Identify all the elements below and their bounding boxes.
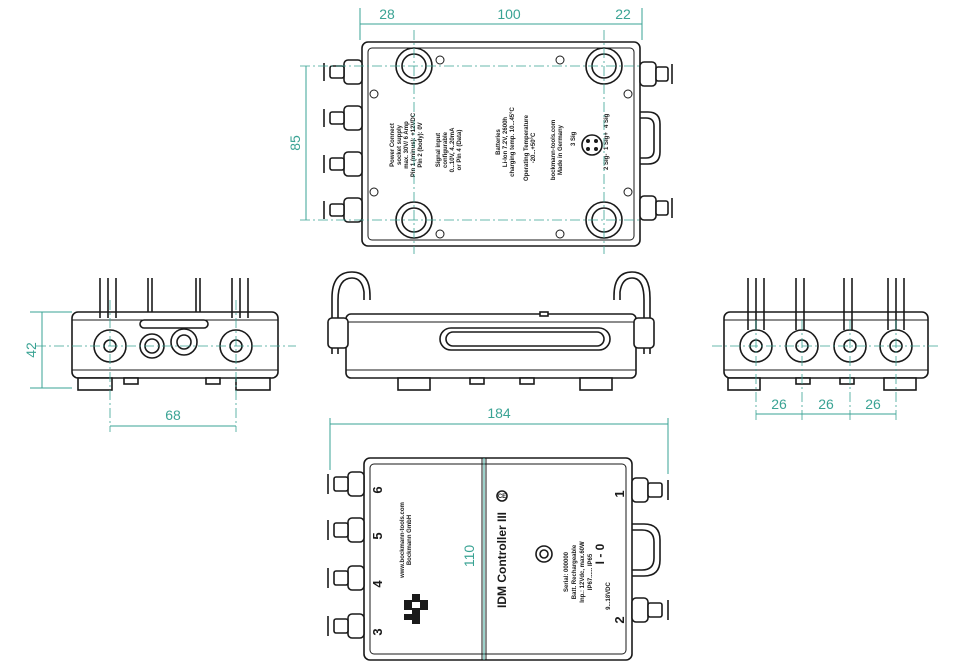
bottom-right-connectors: [631, 477, 669, 623]
dim-22: 22: [615, 6, 631, 22]
top-text-b3: 0...10V, 4..20mA: [450, 127, 456, 172]
top-text-b2: configurable: [443, 131, 449, 168]
bottom-dimensions: 184 110: [329, 405, 669, 660]
bottom-left-connectors: [327, 471, 365, 639]
right-view-body: [723, 311, 929, 379]
dim-110: 110: [461, 545, 477, 568]
dim-42: 42: [23, 342, 39, 358]
top-text-b4: or Pin 4 (Data): [457, 130, 463, 171]
top-text-c3: charging temp. 10...45°C: [510, 106, 516, 176]
dim-26: 26: [818, 396, 834, 412]
top-text-b1: Signal input: [436, 133, 442, 167]
handle: [632, 523, 661, 577]
dim-28: 28: [379, 6, 395, 22]
channel-label-6: 6: [370, 486, 385, 493]
top-view-inner-edge: [367, 47, 635, 241]
dim-26: 26: [771, 396, 787, 412]
top-text-e1: bockmann-tools.com: [551, 120, 557, 180]
dim-85: 85: [287, 135, 303, 151]
right-label-2: 2: [612, 616, 627, 623]
channel-label-3: 3: [370, 628, 385, 635]
bottom-view: 6 5 4 3 1 2 www.bockmann-tools.com Bockm…: [327, 405, 669, 661]
pin-label: 1 Sig+: [604, 132, 610, 150]
top-view: Power Connect socket supply max. 30V/ 6 …: [287, 6, 673, 254]
front-slot: [439, 327, 611, 351]
right-dimensions: 26 26 26: [756, 396, 896, 415]
right-side-view: 26 26 26: [712, 278, 940, 420]
ce-mark-text: CE: [498, 494, 506, 500]
top-text-a2: socket supply: [397, 124, 403, 165]
left-clip: [337, 277, 365, 354]
bottom-view-body: [363, 457, 633, 661]
pin-label: 4 Sig: [604, 113, 610, 128]
connector: [323, 59, 363, 85]
right-label-1: 1: [612, 490, 627, 497]
website-text: www.bockmann-tools.com: [400, 502, 406, 579]
dim-100: 100: [497, 6, 521, 22]
spec-line: Batt. Rechargeable: [572, 544, 578, 599]
top-text-e2: Made in Germany: [558, 124, 564, 175]
website-subtext: Bockmann GmbH: [407, 515, 413, 565]
spec-line: Serial: 000000: [564, 551, 570, 592]
ce-mark: [496, 490, 508, 502]
connector: [323, 105, 363, 131]
spec-line: IP67...... IP65: [588, 553, 594, 590]
dim-68: 68: [165, 407, 181, 423]
top-text-d1: Operating Temperature: [524, 114, 530, 181]
dim-184: 184: [487, 405, 511, 421]
left-side-view: 42 68: [23, 278, 296, 432]
left-dimensions: 42 68: [23, 311, 236, 427]
four-pin-socket: [581, 134, 603, 156]
channel-label-5: 5: [370, 532, 385, 539]
dim-26: 26: [865, 396, 881, 412]
channel-label-4: 4: [370, 580, 385, 588]
indicator-led: [535, 545, 553, 563]
top-text-d2: -20...+50°C: [531, 132, 537, 163]
connector: [323, 151, 363, 177]
product-name: IDM Controller III: [495, 512, 509, 608]
top-view-body: [361, 41, 641, 247]
pin-label: 2 Sig-: [604, 154, 610, 170]
top-text-a1: Power Connect: [390, 123, 396, 167]
spec-line: Inp.: 12Vdc, max.60W: [580, 541, 586, 603]
handle: [640, 111, 661, 165]
top-text-a3: max. 30V/ 6 Amp: [404, 121, 410, 169]
power-switch-label: I - 0: [593, 543, 607, 564]
top-left-connectors: [323, 59, 363, 223]
voltage-label: 9...18VDC: [606, 581, 612, 609]
top-text-a5: Pin 2 (body): 0V: [418, 122, 424, 167]
company-logo: [404, 594, 428, 624]
screws: [369, 55, 633, 239]
pin-label: 3 Sig: [571, 131, 577, 146]
front-view: [327, 271, 655, 391]
top-right-connectors: [639, 61, 673, 221]
top-text-c2: Li-Ion 7.2V, 2600h: [503, 117, 509, 167]
connector: [323, 197, 363, 223]
top-text-c1: Batteries: [496, 129, 502, 155]
top-dimensions: 28 100 22 85: [287, 6, 643, 220]
